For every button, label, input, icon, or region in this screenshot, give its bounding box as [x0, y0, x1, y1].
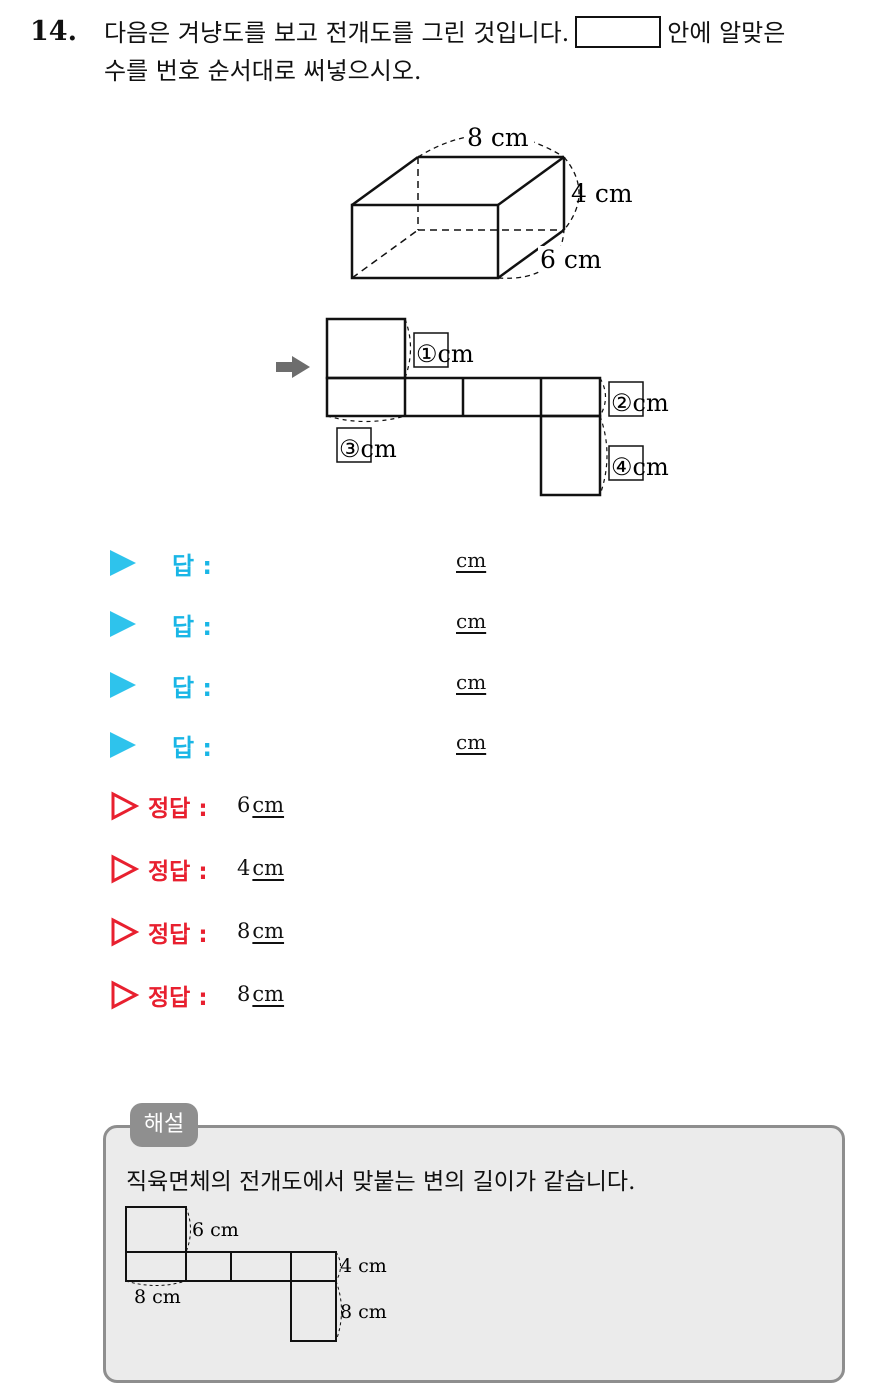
cuboid-label-top: 8 cm: [467, 123, 529, 152]
cuboid-figure: [350, 133, 580, 280]
triangle-icon: [110, 550, 136, 576]
answer-row: 답 : cm: [110, 724, 630, 764]
expl-net-label-bottom: 8 cm: [134, 1286, 181, 1308]
answer-label: 답 :: [172, 734, 213, 762]
figure-canvas: 8 cm 4 cm 6 cm ①cm ②cm ③cm ④cm: [276, 123, 669, 497]
correct-value: 8cm: [237, 982, 285, 1006]
arrow-right-icon: [276, 356, 310, 378]
cuboid-edge-bottom-right: [497, 228, 565, 280]
net-label-1: ①cm: [416, 340, 474, 368]
explanation-tab: 해설: [130, 1103, 198, 1147]
explanation-text: 직육면체의 전개도에서 맞붙는 변의 길이가 같습니다.: [126, 1169, 636, 1195]
net-label-3: ③cm: [339, 435, 397, 463]
correct-value: 6cm: [237, 793, 285, 817]
cuboid-label-right: 4 cm: [571, 179, 633, 208]
answer-label: 답 :: [172, 613, 213, 641]
explanation-net: [125, 1206, 342, 1342]
answer-input[interactable]: cm: [456, 609, 487, 633]
cuboid-label-bottom: 6 cm: [540, 245, 602, 274]
answer-row: 답 : cm: [110, 542, 630, 582]
net-face-top: [325, 317, 407, 380]
triangle-outline-icon: [111, 791, 140, 821]
cuboid-edge-top-left: [351, 155, 419, 207]
question-text-line1: 다음은 겨냥도를 보고 전개도를 그린 것입니다. 안에 알맞은: [104, 16, 785, 50]
correct-value: 8cm: [237, 919, 285, 943]
question-text-part1: 다음은 겨냥도를 보고 전개도를 그린 것입니다.: [104, 19, 570, 47]
question-text-part2: 안에 알맞은: [667, 19, 786, 47]
explanation-net-canvas: 6 cm 8 cm 4 cm 8 cm: [125, 1206, 387, 1342]
net-label-2: ②cm: [611, 389, 669, 417]
expl-net-label-right1: 4 cm: [340, 1255, 387, 1277]
label-bg: [464, 124, 534, 152]
triangle-outline-icon: [111, 854, 140, 884]
dimension-arc-top: [417, 133, 565, 158]
correct-answer-row: 정답 : 8cm: [110, 913, 630, 953]
cuboid-edge-top-right: [497, 155, 565, 207]
blank-box-icon: [575, 16, 662, 48]
correct-label: 정답 :: [148, 796, 208, 822]
triangle-icon: [110, 611, 136, 637]
correct-answer-row: 정답 : 8cm: [110, 976, 630, 1016]
correct-label: 정답 :: [148, 859, 208, 885]
expl-net-label-right2: 8 cm: [340, 1301, 387, 1323]
answer-input[interactable]: cm: [456, 730, 487, 754]
net-label-box-1: [413, 332, 449, 368]
correct-answer-row: 정답 : 4cm: [110, 850, 630, 890]
triangle-outline-icon: [111, 917, 140, 947]
dimension-arc-right: [563, 156, 580, 231]
expl-net-face-top: [125, 1206, 187, 1253]
net-label-box-2: [608, 381, 644, 417]
net-label-4: ④cm: [611, 453, 669, 481]
explanation-box: [103, 1125, 845, 1383]
triangle-icon: [110, 732, 136, 758]
expl-net-arc: [185, 1206, 191, 1253]
expl-net-label-top: 6 cm: [192, 1219, 239, 1241]
cuboid-front-face: [350, 203, 500, 280]
cuboid-hidden-left-bottom: [351, 229, 419, 279]
triangle-outline-icon: [111, 980, 140, 1010]
answer-input[interactable]: cm: [456, 548, 487, 572]
answer-input[interactable]: cm: [456, 670, 487, 694]
question-number: 14.: [30, 16, 77, 47]
expl-net-arc: [335, 1251, 341, 1282]
question-text-line2: 수를 번호 순서대로 써넣으시오.: [104, 57, 422, 85]
net-arc-2: [599, 377, 607, 417]
answer-row: 답 : cm: [110, 603, 630, 643]
answer-row: 답 : cm: [110, 664, 630, 704]
correct-label: 정답 :: [148, 985, 208, 1011]
net-arc-4: [599, 415, 608, 496]
expl-net-face-bottom: [290, 1280, 337, 1342]
correct-label: 정답 :: [148, 922, 208, 948]
net-label-box-4: [608, 445, 644, 481]
correct-answer-row: 정답 : 6cm: [110, 787, 630, 827]
correct-value: 4cm: [237, 856, 285, 880]
net-face-bottom: [539, 414, 602, 497]
net-label-box-3: [336, 427, 372, 463]
expl-net-arc: [335, 1280, 342, 1342]
expl-net-arc: [125, 1280, 187, 1286]
net-figure: [325, 317, 608, 497]
answer-label: 답 :: [172, 552, 213, 580]
triangle-icon: [110, 672, 136, 698]
label-bg: [538, 246, 600, 272]
answer-label: 답 :: [172, 674, 213, 702]
